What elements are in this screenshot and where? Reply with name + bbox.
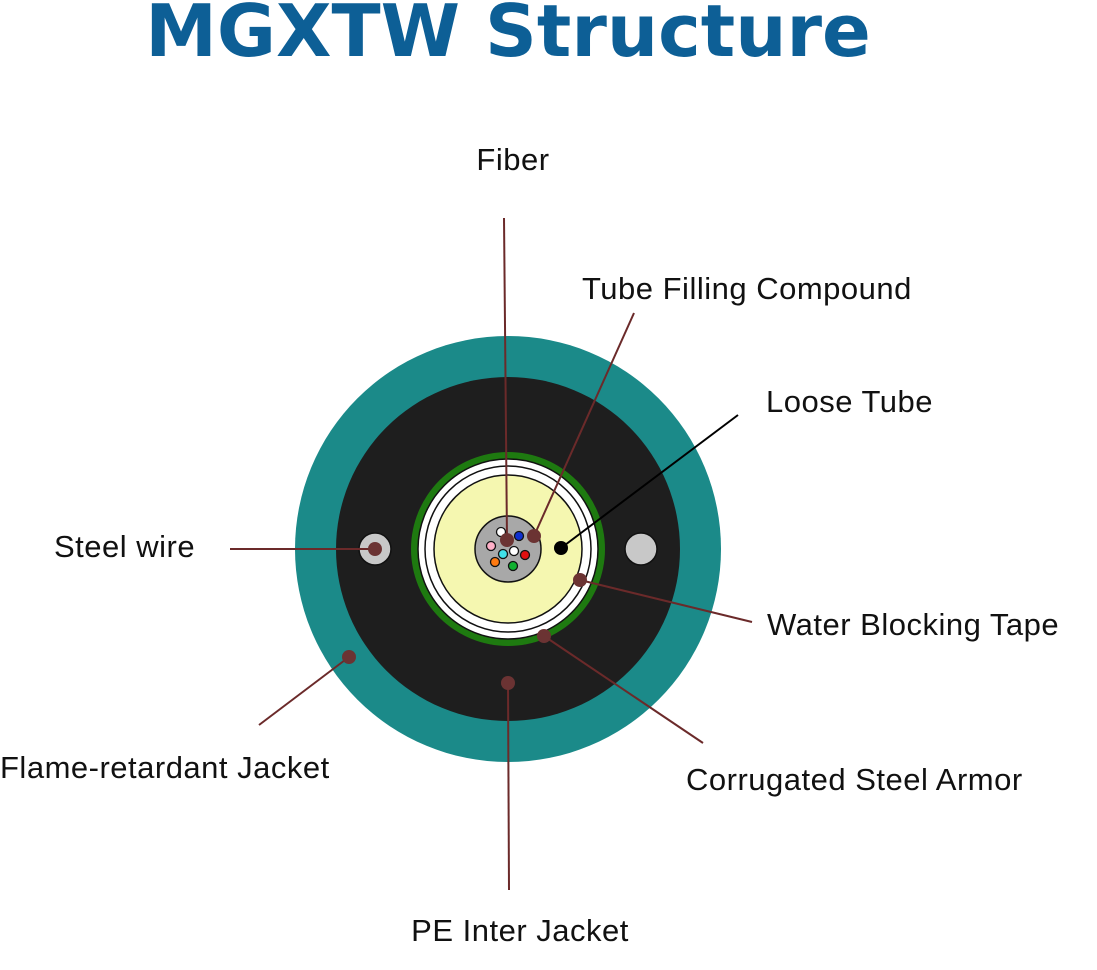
pe-inter-jacket-leader-line xyxy=(507,682,510,891)
flame-retardant-jacket-marker-dot xyxy=(342,650,356,664)
flame-retardant-jacket-label: Flame-retardant Jacket xyxy=(0,750,330,785)
tube-filling-compound-label: Tube Filling Compound xyxy=(582,271,912,306)
steel-wire-label: Steel wire xyxy=(54,529,195,564)
fiber-red xyxy=(519,549,531,561)
leader-dots xyxy=(342,529,587,690)
fiber-marker-dot xyxy=(500,533,514,547)
corrugated-steel-armor-marker-dot xyxy=(537,629,551,643)
steel-wire-right xyxy=(624,532,658,566)
loose-tube-marker-dot xyxy=(554,541,568,555)
fiber-cyan xyxy=(497,548,509,560)
fiber-pink xyxy=(485,540,497,552)
tube-filling-compound-leader-line xyxy=(533,312,635,537)
fiber-bundle xyxy=(474,515,542,583)
pe-inter-jacket-label: PE Inter Jacket xyxy=(411,913,629,948)
corrugated-steel-armor-label: Corrugated Steel Armor xyxy=(686,762,1023,797)
fiber-blue xyxy=(513,530,525,542)
corrugated-steel-armor-leader-line xyxy=(543,635,704,744)
leader-lines xyxy=(230,217,753,891)
water-blocking-tape-label: Water Blocking Tape xyxy=(767,607,1059,642)
tube-filling-compound-marker-dot xyxy=(527,529,541,543)
diagram-title: MGXTW Structure xyxy=(145,0,871,73)
fiber-white-2 xyxy=(508,545,520,557)
component-labels: Fiber Tube Filling Compound Loose Tube S… xyxy=(0,142,1059,948)
flame-retardant-jacket-leader-line xyxy=(258,656,350,726)
cable-cross-section xyxy=(295,336,721,762)
loose-tube-leader-line xyxy=(560,414,739,549)
fiber-label: Fiber xyxy=(476,142,549,177)
pe-inter-jacket-marker-dot xyxy=(501,676,515,690)
fiber-green xyxy=(507,560,519,572)
fiber-orange xyxy=(489,556,501,568)
water-blocking-tape-leader-line xyxy=(579,579,753,623)
loose-tube-label: Loose Tube xyxy=(766,384,933,419)
water-blocking-tape-marker-dot xyxy=(573,573,587,587)
fiber-leader-line xyxy=(503,217,508,541)
steel-wire-marker-dot xyxy=(368,542,382,556)
